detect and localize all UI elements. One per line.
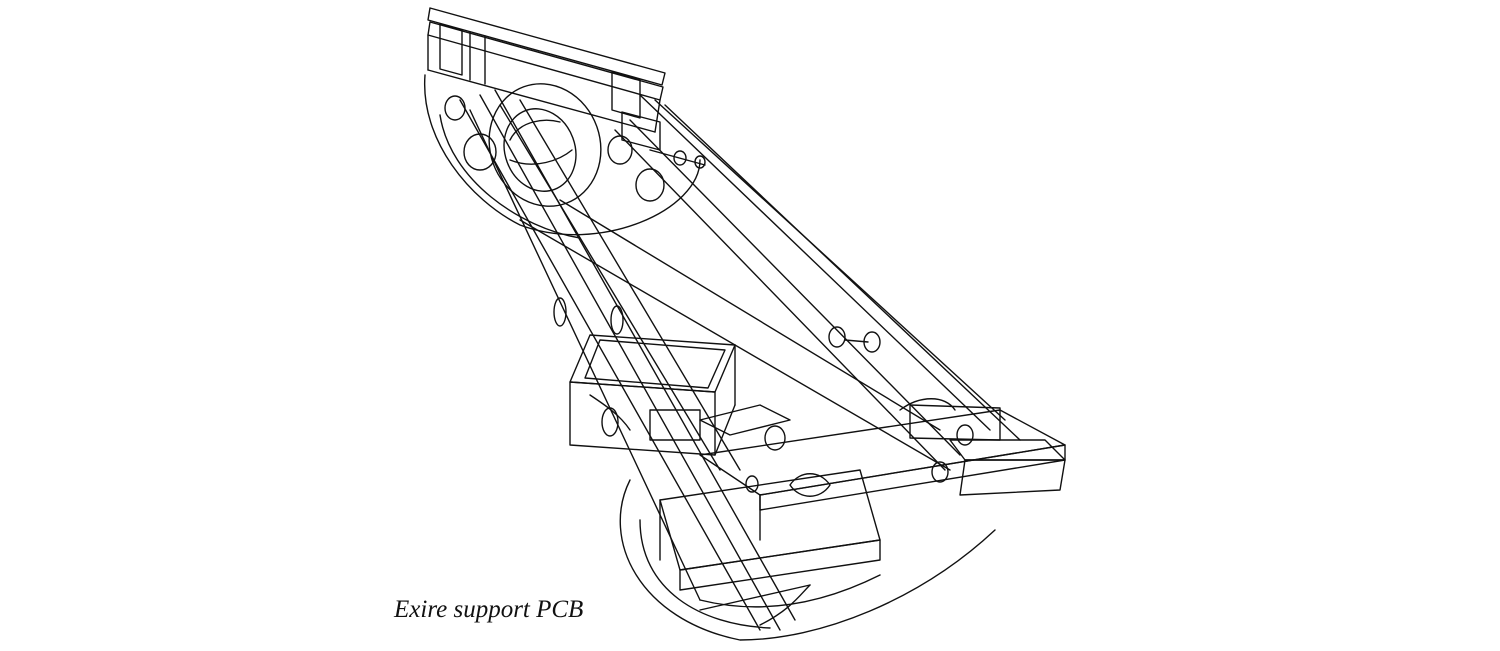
mount-hole bbox=[607, 135, 633, 165]
bottom-flange bbox=[619, 479, 996, 641]
lower-blocks bbox=[659, 398, 1066, 591]
mount-hole bbox=[444, 95, 466, 121]
mount-hole bbox=[635, 168, 665, 202]
frame-members bbox=[459, 89, 1021, 631]
caption: Exire support PCB bbox=[394, 596, 584, 623]
middle-bracket bbox=[569, 334, 791, 456]
top-rail bbox=[427, 7, 666, 151]
mount-hole bbox=[463, 133, 497, 171]
